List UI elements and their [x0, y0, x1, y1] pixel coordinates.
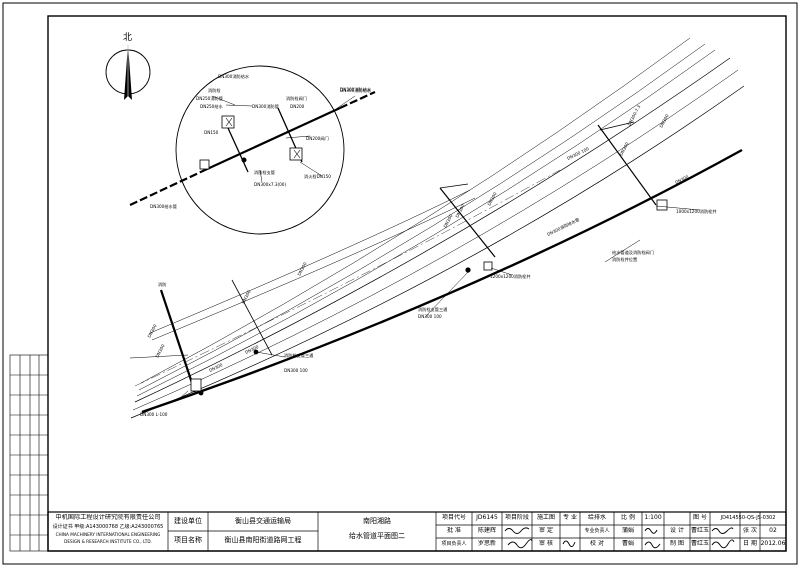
title-block	[47, 511, 787, 552]
inset-callout: 消防栓支管	[254, 169, 275, 176]
inset-callout: DN300x7.3(00)	[254, 182, 286, 187]
pipe-fittings	[190, 199, 668, 396]
tb-r2: 张 次	[743, 527, 757, 534]
tb-r3: 曹娟	[621, 540, 634, 547]
tb-r2: 陈建辉	[477, 527, 496, 534]
owner-name: 衡山县交通运输局	[235, 517, 291, 525]
pipe-label: 消防栓支管三通	[418, 306, 448, 313]
pipe-label: 给水管道及消防栓阀门	[612, 249, 654, 256]
detail-inset	[129, 65, 376, 235]
pipe-label: DN300	[658, 113, 669, 128]
pipe-label: DN300	[146, 323, 157, 338]
pipe-label: DN300	[486, 191, 497, 206]
tb-r2: 批 准	[447, 527, 461, 534]
tb-r3: 审 核	[539, 540, 553, 547]
tb-r2: 曹红玉	[690, 527, 709, 534]
branch-pipes	[129, 121, 657, 393]
tb-r3: 罗思新	[477, 540, 496, 547]
tb-r3: 日 期	[743, 540, 757, 547]
pipe-label: DN300	[296, 261, 307, 276]
inset-callout: DN150	[204, 130, 219, 135]
road-alignment	[130, 37, 745, 419]
pipe-label: DN300 L-100	[140, 412, 168, 417]
revision-strip	[9, 354, 49, 552]
tb-r2: 蒲娟	[621, 527, 634, 534]
drawing-title: 给水管道平面图二	[349, 532, 405, 540]
pipe-label: DN300	[442, 213, 453, 228]
owner-label: 建设单位	[174, 517, 202, 525]
inset-callout: DN250给水	[200, 103, 224, 110]
inset-callout: DN250消防管	[196, 95, 223, 102]
inset-callout: 消防栓阀门	[286, 95, 307, 102]
pipe-label: DN300	[454, 203, 465, 218]
north-label: 北	[123, 32, 132, 43]
company-english-2: DESIGN & RESEARCH INSTITUTE CO., LTD.	[64, 539, 152, 544]
pipe-label: DN300	[208, 362, 223, 373]
inset-callout: DN300消防给水	[340, 86, 372, 93]
project-name: 衡山县南阳街道路网工程	[224, 536, 302, 544]
inset-callout: 消防栓	[208, 87, 221, 94]
inset-callout: DN200阀门	[306, 135, 329, 142]
pipe-label: 消防栓支管三通	[284, 352, 314, 359]
project-label: 项目名称	[174, 536, 202, 544]
pipe-label: DN300消防给水	[340, 87, 372, 94]
tb-r2: 02	[769, 527, 777, 534]
pipe-label: 消防	[158, 281, 166, 288]
pipe-label: DN300	[240, 289, 251, 304]
pipe-label: DN300 100	[284, 368, 308, 373]
tb-r3: 2012.06	[760, 540, 786, 547]
pipe-label: DN300	[674, 174, 689, 185]
pipe-label: DN300	[154, 343, 165, 358]
drawing-number: JD414550-QS-JS-0302	[720, 515, 776, 521]
tb-r3: 制 图	[670, 540, 684, 547]
inset-callout: 消火栓DN150	[304, 173, 331, 180]
tb-r1: 比 例	[621, 514, 635, 521]
tb-r1: JD6145	[476, 514, 498, 521]
tb-r1: 给排水	[587, 514, 606, 521]
pipe-label: 1200x1200消防栓井	[490, 273, 531, 280]
inset-callout: DN200	[290, 104, 305, 109]
company-english-1: CHINA MACHINERY INTERNATIONAL ENGINEERIN…	[55, 532, 161, 537]
pipe-label: DN300 100	[566, 146, 590, 161]
inset-callout: DN300消防管	[252, 103, 279, 110]
drawing-labels: DN300消防给水 DN300 DN300 DN300-7.3 DN300 DN…	[140, 87, 717, 417]
main-water-pipe	[141, 148, 743, 414]
company-name: 中机国际工程设计研究院有限责任公司	[55, 514, 161, 521]
pipe-label: DN300 100	[418, 314, 442, 319]
inset-callouts: DN300消防给水 消防栓 DN250消防管 DN250给水 DN300消防管 …	[150, 73, 372, 210]
tb-r1: 施工图	[536, 514, 555, 521]
tb-r1: 专 业	[563, 514, 577, 521]
pipe-label: 消防栓井位置	[612, 256, 637, 263]
tb-r3: 校 对	[590, 540, 604, 547]
tb-r3: 曹红玉	[690, 540, 709, 547]
inset-callout: DN300消防给水	[218, 73, 250, 80]
pipe-label: DN300	[618, 141, 629, 156]
tb-r2: 设 计	[670, 527, 684, 534]
leader-lines	[179, 205, 701, 399]
inset-callout: DN300给水管	[150, 203, 177, 210]
drawing-title-road: 南阳湘路	[363, 517, 391, 525]
tb-r1: 1:100	[644, 514, 662, 521]
north-arrow	[105, 44, 151, 100]
tb-r2: 专业负责人	[584, 528, 610, 534]
pipe-label: 1000x1200消防栓井	[676, 208, 717, 215]
tb-r2: 审 定	[539, 527, 553, 534]
tb-r1: 图 号	[693, 514, 707, 521]
tb-r1: 项目阶段	[504, 514, 529, 521]
tb-r3: 项目负责人	[441, 541, 467, 547]
tb-r1: 项目代号	[441, 514, 466, 521]
pipe-label: DN300	[244, 344, 259, 355]
certificate-number: 设计证书 甲级:A143000768 乙级:A243000765	[52, 524, 164, 530]
